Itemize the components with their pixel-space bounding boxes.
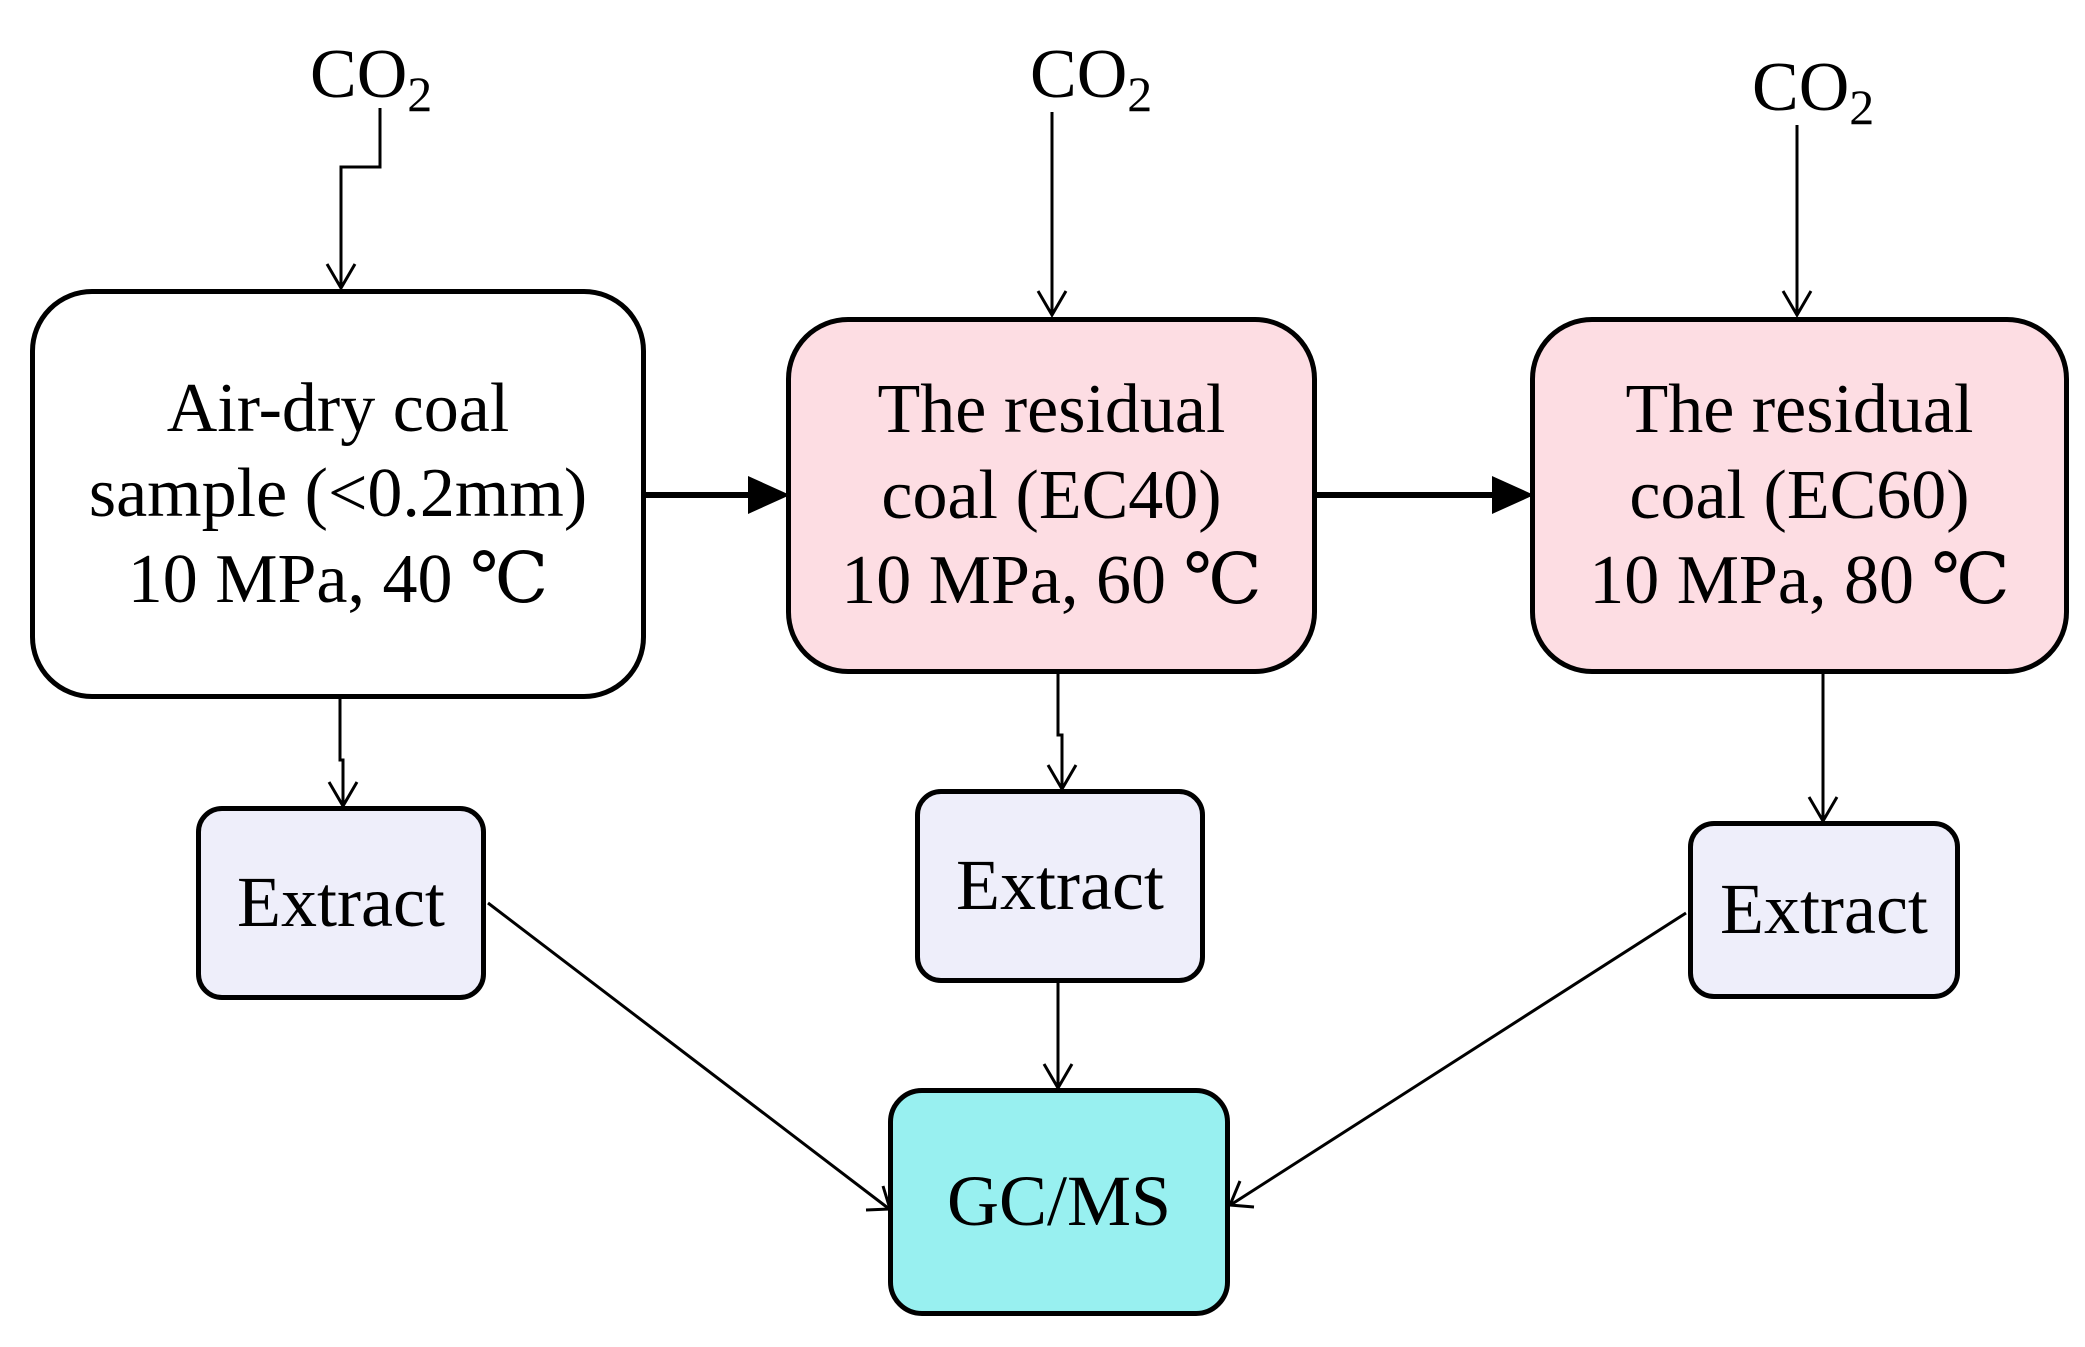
node-ec40-line-1: The residual xyxy=(877,371,1226,449)
node-extract-1: Extract xyxy=(196,806,486,1000)
node-ec60-line-1: The residual xyxy=(1625,371,1974,449)
extract-1-label: Extract xyxy=(237,862,445,943)
co2-label-2: CO2 xyxy=(1030,36,1153,122)
node-raw-coal: Air-dry coal sample (<0.2mm) 10 MPa, 40 … xyxy=(30,289,646,699)
arrow-ec40-to-ec60 xyxy=(1317,476,1534,514)
node-raw-line-3: 10 MPa, 40 ℃ xyxy=(127,540,549,618)
node-ec40-line-2: coal (EC40) xyxy=(881,456,1222,534)
co2-arrow-1 xyxy=(325,108,382,291)
extract-3-label: Extract xyxy=(1720,869,1928,950)
arrow-extract-3-to-gcms xyxy=(1227,911,1687,1209)
node-raw-line-2: sample (<0.2mm) xyxy=(88,455,588,533)
arrow-extract-1-to-gcms xyxy=(487,901,892,1212)
node-residual-ec40: The residual coal (EC40) 10 MPa, 60 ℃ xyxy=(786,317,1317,674)
co2-label-3: CO2 xyxy=(1752,49,1875,135)
node-raw-line-1: Air-dry coal xyxy=(166,369,510,447)
arrow-raw-to-extract-1 xyxy=(327,699,359,809)
co2-arrow-2 xyxy=(1036,112,1068,318)
arrow-ec60-to-extract-3 xyxy=(1807,674,1839,824)
arrow-extract-2-to-gcms xyxy=(1042,983,1074,1091)
arrow-raw-to-ec40 xyxy=(646,476,790,514)
node-extract-3: Extract xyxy=(1688,821,1960,999)
node-ec60-line-2: coal (EC60) xyxy=(1629,456,1970,534)
co2-arrow-3 xyxy=(1781,125,1813,318)
node-gcms: GC/MS xyxy=(888,1088,1230,1316)
node-extract-2: Extract xyxy=(915,789,1205,983)
arrow-ec40-to-extract-2 xyxy=(1046,674,1078,792)
gcms-label: GC/MS xyxy=(946,1161,1172,1242)
node-ec60-line-3: 10 MPa, 80 ℃ xyxy=(1589,542,2010,620)
extract-2-label: Extract xyxy=(956,845,1164,926)
co2-label-1: CO2 xyxy=(310,36,433,122)
node-ec40-line-3: 10 MPa, 60 ℃ xyxy=(841,542,1262,620)
node-residual-ec60: The residual coal (EC60) 10 MPa, 80 ℃ xyxy=(1530,317,2069,674)
